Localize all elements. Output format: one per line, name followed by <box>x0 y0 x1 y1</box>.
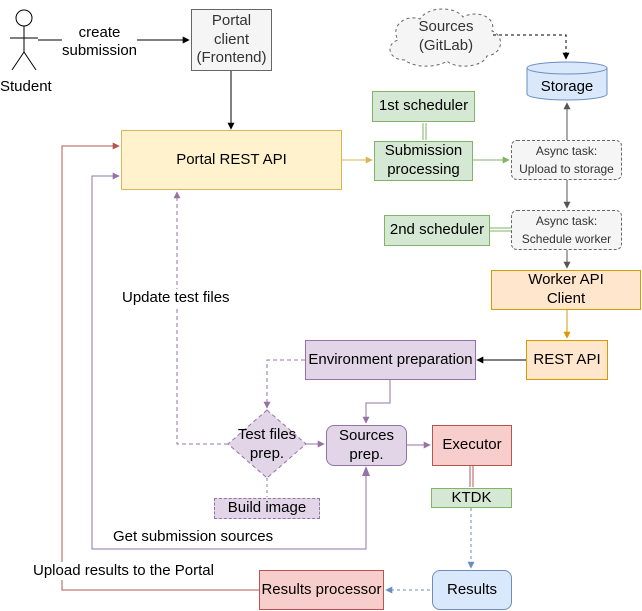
portal-client-line2: client <box>213 30 250 48</box>
portal-rest-api-box: Portal REST API <box>121 130 342 190</box>
edge-get-sources-arrowhead <box>362 466 370 476</box>
test-files-prep-label: Test files prep. <box>228 426 306 464</box>
edge-update-test-files <box>173 191 228 445</box>
async-schedule-box: Async task: Schedule worker <box>511 210 622 250</box>
get-submission-sources-label: Get submission sources <box>113 528 274 546</box>
portal-client-line3: (Frontend) <box>196 49 267 67</box>
edge-env-to-sources <box>362 380 391 424</box>
portal-client-line1: Portal <box>211 11 252 29</box>
async-schedule-line2: Schedule worker <box>521 232 612 246</box>
ktdk-box: KTDK <box>431 488 512 508</box>
sources-cloud-shape <box>389 8 501 67</box>
sources-prep-line2: prep. <box>349 445 384 463</box>
sources-line2: (GitLab) <box>418 37 474 54</box>
storage-label: Storage <box>540 77 594 95</box>
sources-prep-line1: Sources <box>338 426 395 444</box>
edge-env-to-testfiles <box>263 359 305 409</box>
test-files-prep-shape <box>227 409 307 479</box>
submission-processing-line1: Submission <box>384 142 463 160</box>
portal-client-box: Portal client (Frontend) <box>191 9 272 71</box>
scheduler2-box: 2nd scheduler <box>384 215 490 246</box>
edge-executor-to-ktdk <box>469 466 474 487</box>
storage-cylinder-shape <box>526 61 608 101</box>
worker-api-client-line2: Client <box>546 290 586 307</box>
test-files-prep-line1: Test files <box>237 426 297 444</box>
create-submission-label: create submission <box>62 24 138 60</box>
rest-api-box: REST API <box>526 340 608 380</box>
async-upload-line1: Async task: <box>535 144 598 158</box>
worker-api-client-line1: Worker API <box>528 271 604 289</box>
create-submission-line1: create <box>78 24 121 41</box>
edge-upload-results <box>61 142 259 591</box>
edge-scheduler2-link <box>490 227 511 232</box>
submission-processing-line2: processing <box>387 161 460 178</box>
worker-api-client-box: Worker API Client <box>491 270 641 310</box>
test-files-prep-line2: prep. <box>249 445 285 462</box>
edge-scheduler1-link <box>422 123 427 140</box>
update-test-files-label: Update test files <box>122 289 230 307</box>
async-upload-line2: Upload to storage <box>519 162 614 176</box>
executor-box: Executor <box>432 425 512 466</box>
results-box: Results <box>432 570 512 610</box>
async-schedule-line1: Async task: <box>535 214 598 228</box>
build-image-box: Build image <box>214 498 320 519</box>
env-prep-box: Environment preparation <box>305 340 476 380</box>
upload-results-label: Upload results to the Portal <box>33 562 214 580</box>
async-upload-box: Async task: Upload to storage <box>511 140 622 180</box>
sources-label: Sources (GitLab) <box>398 17 494 57</box>
create-submission-line2: submission <box>62 42 138 59</box>
student-icon <box>10 9 38 71</box>
edge-sources-to-storage <box>493 34 570 60</box>
edge-get-submission-sources <box>91 172 367 550</box>
sources-line1: Sources <box>418 18 474 36</box>
student-label: Student <box>0 78 52 95</box>
sources-prep-box: Sources prep. <box>326 425 407 466</box>
scheduler1-box: 1st scheduler <box>372 91 475 122</box>
results-processor-box: Results processor <box>259 570 384 610</box>
submission-processing-box: Submission processing <box>374 141 473 181</box>
